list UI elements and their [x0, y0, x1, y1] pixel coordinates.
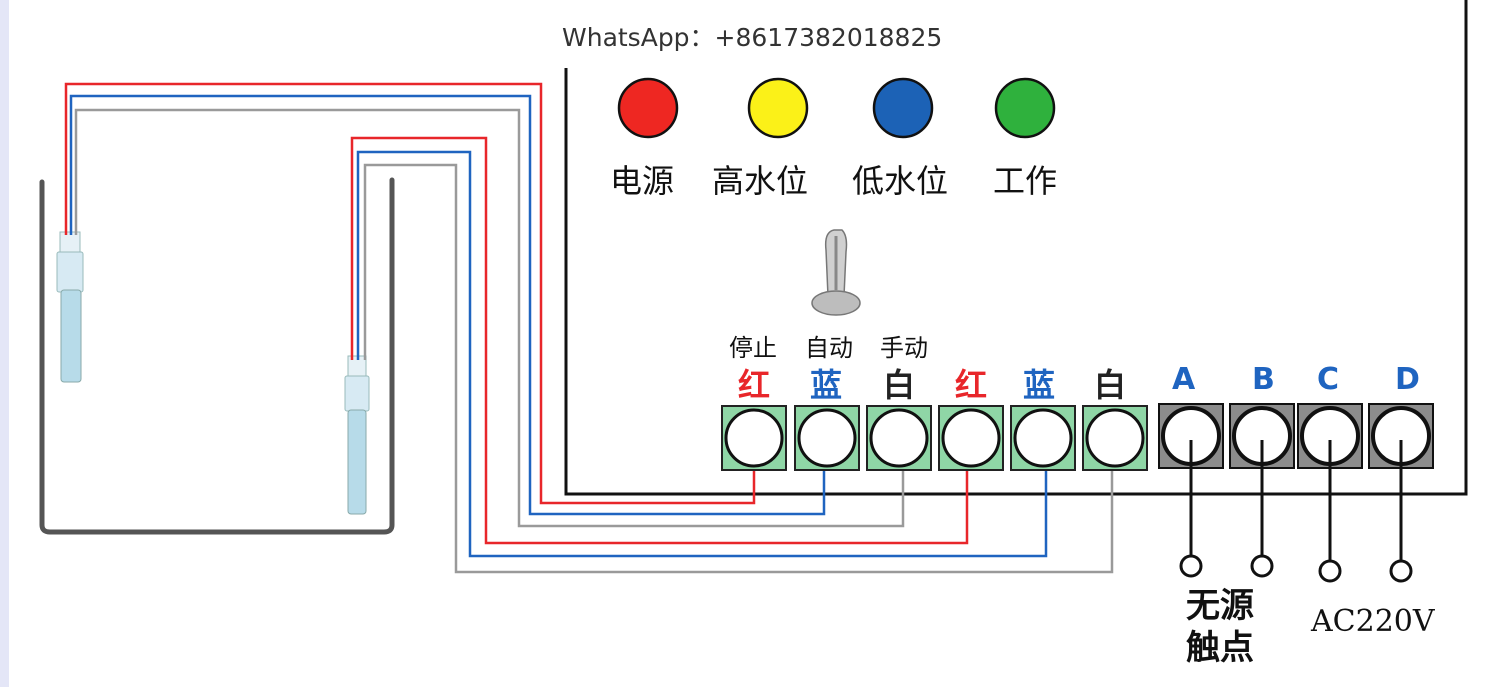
wire-red-1 — [64, 82, 756, 505]
power-indicator-lamp — [617, 77, 679, 139]
low-level-indicator-lamp — [872, 77, 934, 139]
terminal-label-c: C — [1317, 362, 1340, 397]
page-edge-strip — [0, 0, 9, 687]
indicator-label-power: 电源 — [610, 162, 675, 200]
float-sensor-high — [56, 231, 84, 383]
terminal-label-white-1: 白 — [883, 366, 916, 404]
wire-blue-1 — [69, 94, 826, 516]
water-tank — [39, 177, 395, 535]
ac220v-label: AC220V — [1311, 604, 1435, 639]
wire-red-2 — [350, 136, 969, 545]
dry-contact-label-line2: 触点 — [1186, 628, 1254, 668]
terminal-label-blue-1: 蓝 — [810, 366, 843, 404]
terminal-label-white-2: 白 — [1094, 366, 1127, 404]
indicator-label-low-level: 低水位 — [852, 162, 949, 200]
terminal-blocks — [721, 403, 1434, 471]
float-sensor-low — [344, 355, 370, 515]
high-level-indicator-lamp — [747, 77, 809, 139]
terminal-label-a: A — [1172, 362, 1196, 397]
switch-mode-stop: 停止 — [729, 334, 777, 362]
dry-contact-label-line1: 无源 — [1186, 586, 1254, 626]
wire-blue-2 — [356, 150, 1048, 558]
switch-mode-manual: 手动 — [880, 334, 928, 362]
wire-white-1 — [74, 108, 905, 528]
terminal-label-red-2: 红 — [955, 366, 988, 404]
control-box — [564, 0, 1468, 496]
terminal-label-red-1: 红 — [738, 366, 771, 404]
switch-mode-auto: 自动 — [805, 334, 853, 362]
indicator-label-high-level: 高水位 — [712, 162, 809, 200]
wire-white-2 — [363, 163, 1114, 574]
work-indicator-lamp — [994, 77, 1056, 139]
terminal-label-blue-2: 蓝 — [1023, 366, 1056, 404]
mode-toggle-switch — [811, 229, 861, 316]
output-leads — [1179, 440, 1413, 583]
indicator-label-work: 工作 — [993, 162, 1058, 200]
terminal-label-d: D — [1395, 362, 1420, 397]
terminal-label-b: B — [1252, 362, 1275, 397]
whatsapp-contact: WhatsApp：+8617382018825 — [562, 23, 943, 52]
